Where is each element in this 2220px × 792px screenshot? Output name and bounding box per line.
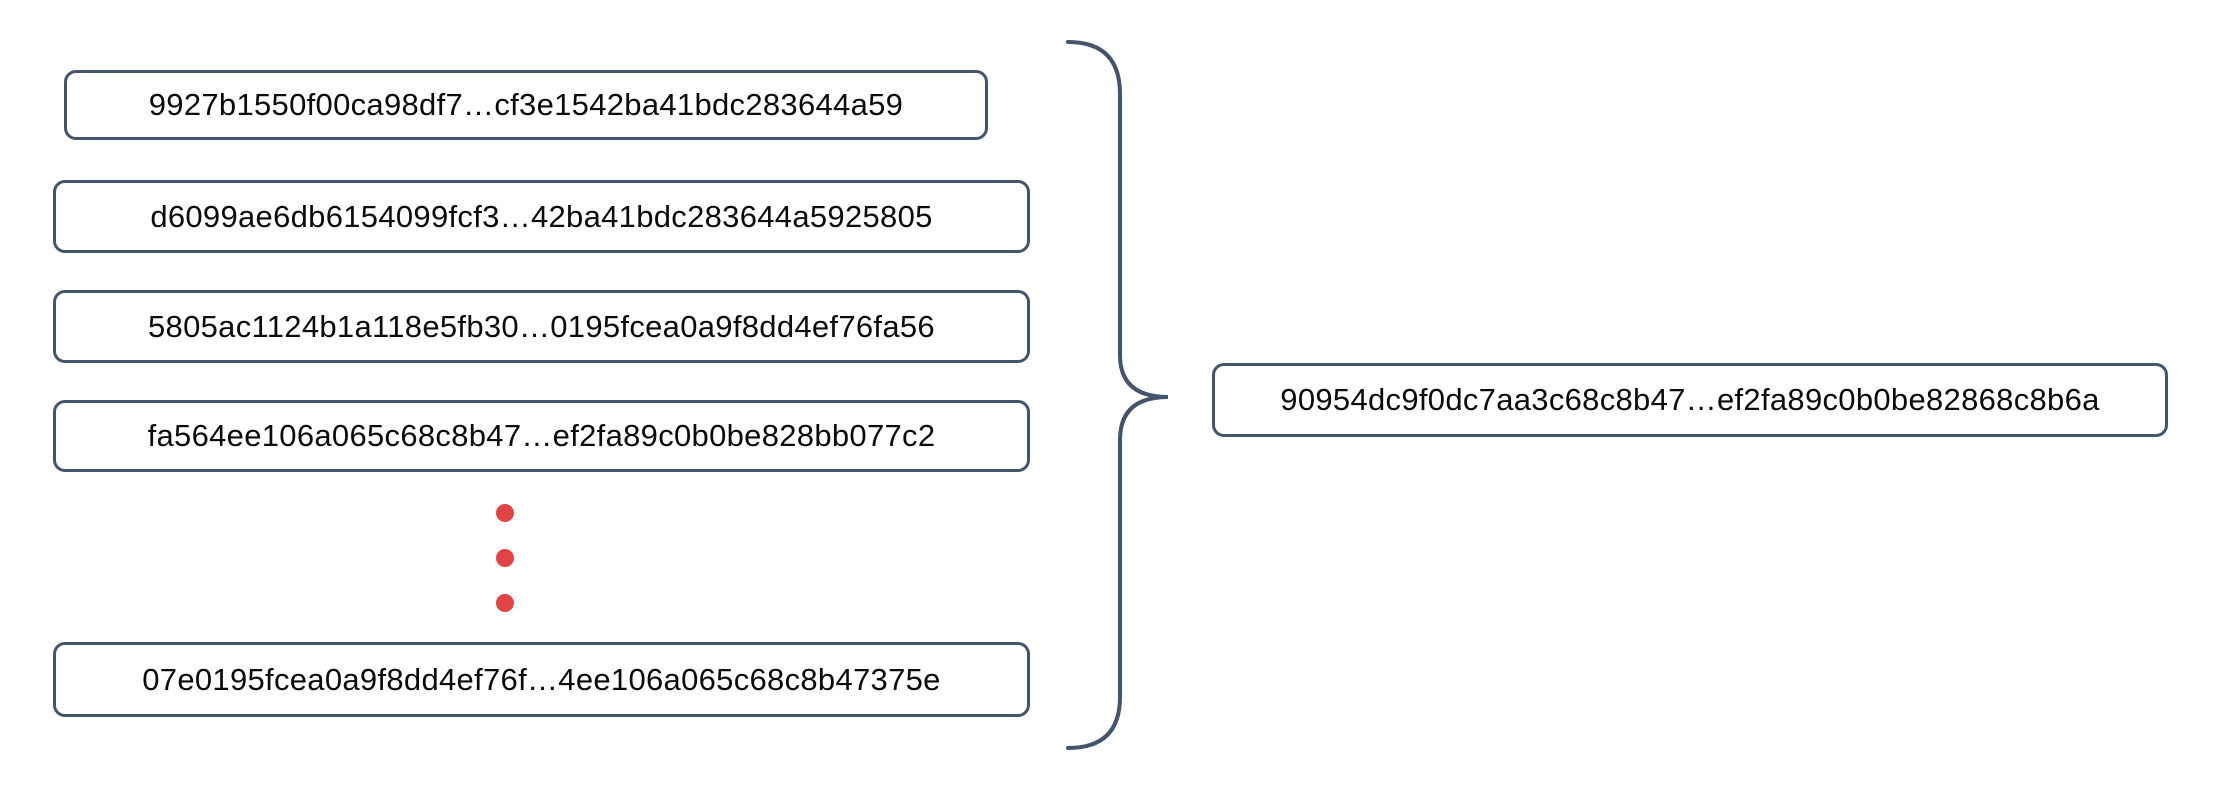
ellipsis-dot-2 [496,549,514,567]
hash-box-1: 9927b1550f00ca98df7…cf3e1542ba41bdc28364… [64,70,988,140]
hash-box-2: d6099ae6db6154099fcf3…42ba41bdc283644a59… [53,180,1030,253]
ellipsis-dot-1 [496,504,514,522]
hash-box-4: fa564ee106a065c68c8b47…ef2fa89c0b0be828b… [53,400,1030,472]
result-hash-box: 90954dc9f0dc7aa3c68c8b47…ef2fa89c0b0be82… [1212,363,2168,437]
hash-box-3: 5805ac1124b1a118e5fb30…0195fcea0a9f8dd4e… [53,290,1030,363]
ellipsis-dot-3 [496,594,514,612]
hash-box-5: 07e0195fcea0a9f8dd4ef76f…4ee106a065c68c8… [53,642,1030,717]
